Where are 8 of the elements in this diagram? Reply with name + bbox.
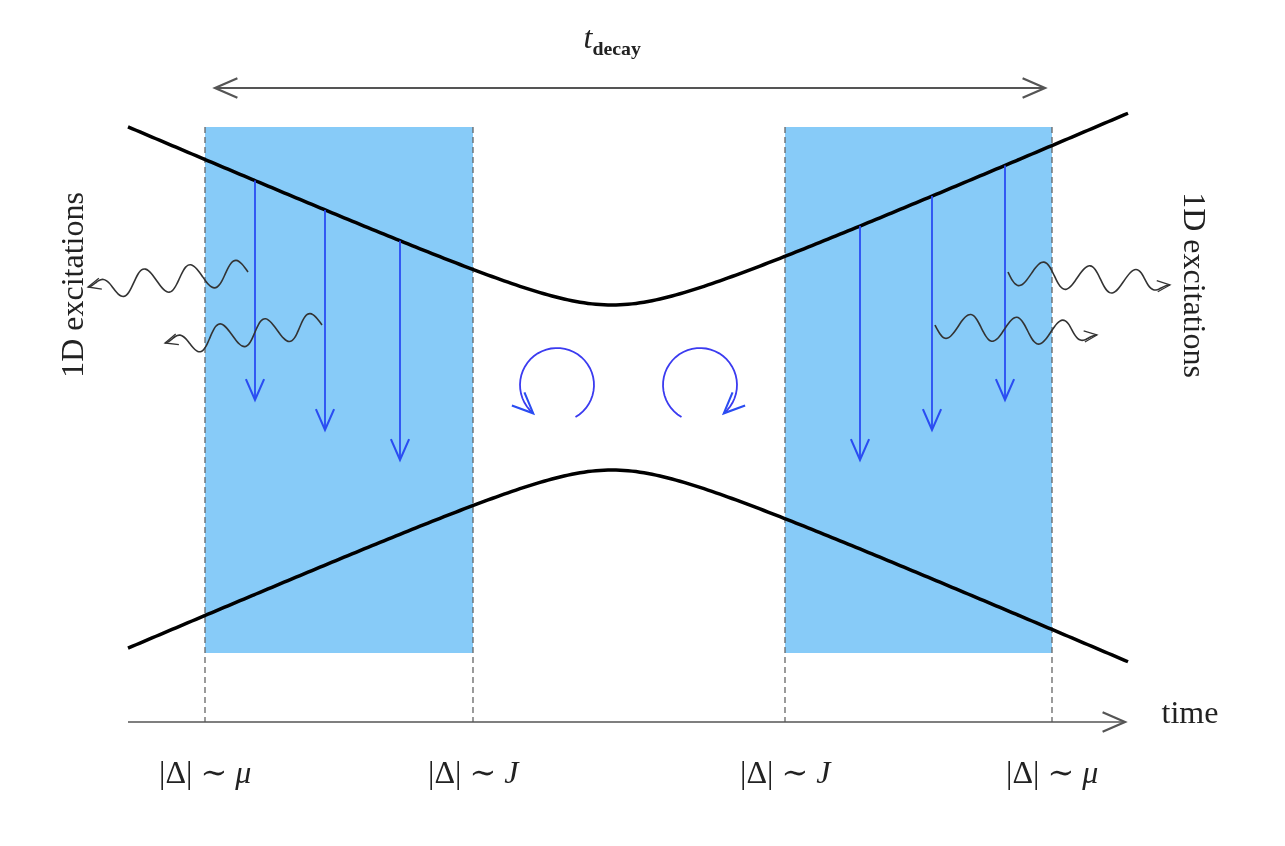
axis-label: time <box>1161 696 1219 728</box>
tick-label: |Δ| ∼ μ <box>1006 756 1099 788</box>
tick-label: |Δ| ∼ μ <box>159 756 252 788</box>
duration-label: t$_{decay}$ <box>583 21 641 59</box>
axis-label: 1D excitations <box>1178 192 1211 378</box>
tick-label: |Δ| ∼ J <box>740 756 831 788</box>
axis-label: 1D excitations <box>55 192 88 378</box>
tick-label: |Δ| ∼ J <box>428 756 519 788</box>
